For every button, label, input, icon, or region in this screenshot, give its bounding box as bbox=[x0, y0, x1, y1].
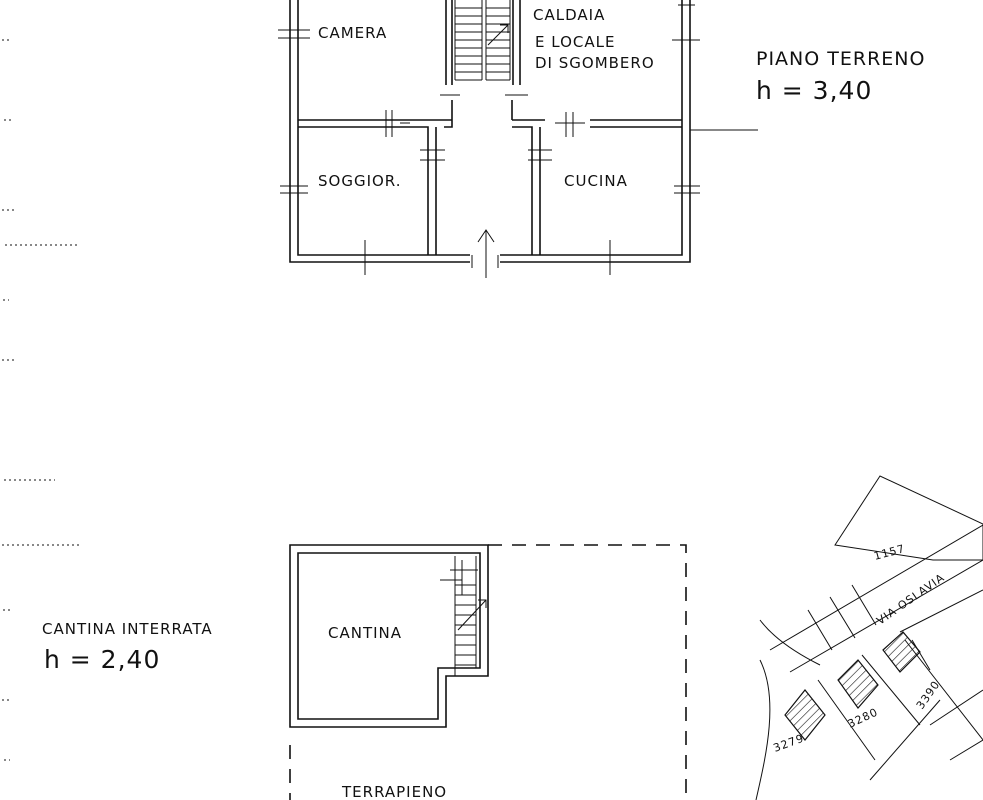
ground-floor-height: h = 3,40 bbox=[756, 76, 872, 105]
parcel-label-1157: 1157 bbox=[872, 542, 906, 563]
basement-title: CANTINA INTERRATA bbox=[42, 620, 213, 638]
room-label-soggiorno: SOGGIOR. bbox=[318, 172, 401, 190]
room-label-camera: CAMERA bbox=[318, 24, 387, 42]
building-3390 bbox=[882, 631, 921, 673]
room-label-caldaia-1: CALDAIA bbox=[533, 6, 605, 24]
parcel-label-3279: 3279 bbox=[772, 732, 807, 755]
building-3279 bbox=[784, 689, 826, 741]
parcel-label-3390: 3390 bbox=[914, 678, 943, 712]
basement-plan: CANTINA TERRAPIENO CANTINA INTERRATA h =… bbox=[42, 544, 687, 800]
basement-staircase bbox=[440, 556, 487, 676]
basement-height: h = 2,40 bbox=[44, 645, 160, 674]
street-label: VIA OSLAVIA bbox=[874, 571, 947, 627]
ground-floor-title: PIANO TERRENO bbox=[756, 48, 925, 70]
ground-floor-plan: CAMERA CALDAIA E LOCALE DI SGOMBERO SOGG… bbox=[278, 0, 925, 278]
room-label-cucina: CUCINA bbox=[564, 172, 628, 190]
parcel-label-3280: 3280 bbox=[846, 705, 880, 730]
scan-margin bbox=[2, 39, 80, 761]
room-label-cantina: CANTINA bbox=[328, 624, 402, 642]
room-label-caldaia-3: DI SGOMBERO bbox=[535, 54, 655, 72]
building-3280 bbox=[837, 659, 879, 709]
site-plan: 1157 3279 3280 3390 VIA OSLAVIA bbox=[755, 475, 983, 800]
fill-area-label: TERRAPIENO bbox=[341, 783, 447, 800]
staircase bbox=[454, 0, 511, 81]
entrance-arrow bbox=[471, 229, 499, 278]
room-label-caldaia-2: E LOCALE bbox=[535, 33, 615, 51]
